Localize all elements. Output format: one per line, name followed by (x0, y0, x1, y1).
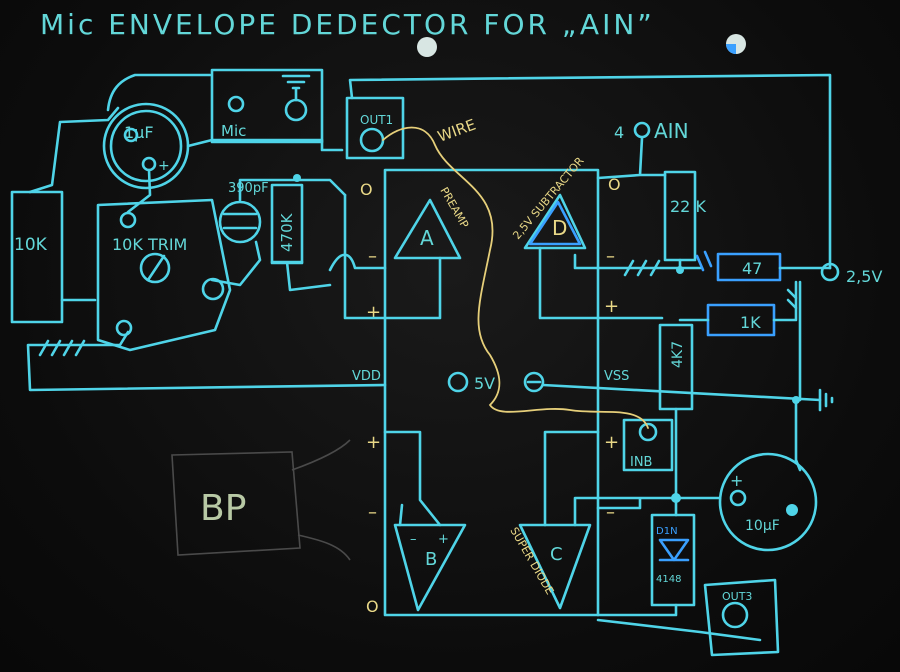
svg-text:4: 4 (614, 123, 624, 142)
yellow-wire (382, 126, 649, 429)
resistor-22k (663, 170, 697, 262)
pin-zero-1: O (360, 180, 373, 199)
mic-ground-jack (284, 98, 308, 122)
svg-text:+: + (438, 532, 449, 547)
mic-jack (227, 95, 245, 113)
inb-label: INB (630, 455, 652, 470)
out1-box (345, 96, 405, 160)
trim-pot-box (96, 198, 232, 352)
resistor-10k (10, 190, 64, 324)
out3-jack (721, 601, 749, 629)
opamp-a-minus: – (368, 246, 377, 267)
cap-10uf-label: 10μF (745, 518, 780, 534)
wire-label: WIRE (435, 115, 478, 145)
cap-390pf-label: 390pF (228, 181, 269, 196)
ground-symbol-right (818, 388, 834, 412)
rail-25v-terminal (820, 262, 840, 282)
pin-zero-3: O (366, 597, 379, 616)
out3-label: OUT3 (722, 590, 752, 603)
resistor-470k-label: 470K (278, 212, 296, 252)
bp-label: BP (200, 488, 246, 529)
resistor-4k7-label: 4K7 (670, 341, 686, 368)
cap-1uf-inner (109, 109, 183, 183)
opamp-b-label: B (425, 549, 437, 570)
diode-top-label: D1N (656, 526, 678, 537)
mic-box (210, 68, 324, 144)
cap-10uf (718, 452, 818, 552)
trim-pot-knob (139, 252, 171, 284)
ain-label: AIN (654, 119, 689, 143)
svg-text:–: – (410, 532, 417, 547)
bp-frame (171, 451, 301, 556)
vdd-label: VDD (352, 369, 381, 384)
ground-hatch-left (38, 339, 86, 357)
opamp-a-label: A (420, 226, 434, 250)
mic-label: Mic (221, 122, 246, 140)
cap-plus-label: + (158, 158, 170, 174)
opamp-c-label: C (550, 544, 563, 565)
diagram-title: Mic ENVELOPE DEDECTOR FOR „AIN” (40, 8, 655, 41)
diode-box (650, 513, 696, 607)
vss-terminal (523, 371, 545, 393)
v5-label: 5V (474, 374, 495, 393)
opamp-d-minus: – (606, 246, 615, 267)
svg-text:+: + (730, 471, 743, 490)
out1-jack (359, 127, 385, 153)
cap-1uf-outline (102, 102, 190, 190)
opamp-a (393, 198, 462, 260)
resistor-10k-label: 10K (14, 235, 48, 255)
out3-box (703, 578, 780, 657)
ground-symbol (281, 74, 311, 102)
magnet-left (417, 37, 437, 57)
vdd-terminal (447, 371, 469, 393)
opamp-b-plus-pin: + (366, 432, 381, 453)
ic-package (383, 168, 600, 617)
pin-zero-2: O (608, 175, 621, 194)
resistor-1k-label: 1K (740, 313, 761, 332)
opamp-b-minus-pin: – (368, 502, 377, 523)
opamp-d (523, 193, 587, 250)
vss-label: VSS (604, 369, 629, 384)
out1-label: OUT1 (360, 113, 393, 127)
cap-390pf (218, 200, 262, 244)
resistor-47-label: 47 (742, 259, 762, 278)
opamp-d-label: D (552, 216, 567, 240)
trim-pot-label: 10K TRIM (112, 235, 187, 254)
rail-25v-label: 2,5V (846, 267, 882, 286)
opamp-c (518, 523, 592, 610)
inb-box (622, 418, 674, 472)
opamp-b (393, 523, 467, 612)
opamp-c-plus-pin: + (604, 432, 619, 453)
ain-jack (633, 121, 651, 139)
diode-label: 4148 (656, 574, 681, 585)
resistor-22k-label: 22 K (670, 197, 706, 216)
inb-jack (638, 422, 658, 442)
opamp-c-minus-pin: – (606, 502, 615, 523)
opamp-d-plus: + (604, 296, 619, 317)
opamp-a-plus: + (366, 302, 381, 323)
diode-symbol (658, 538, 690, 562)
